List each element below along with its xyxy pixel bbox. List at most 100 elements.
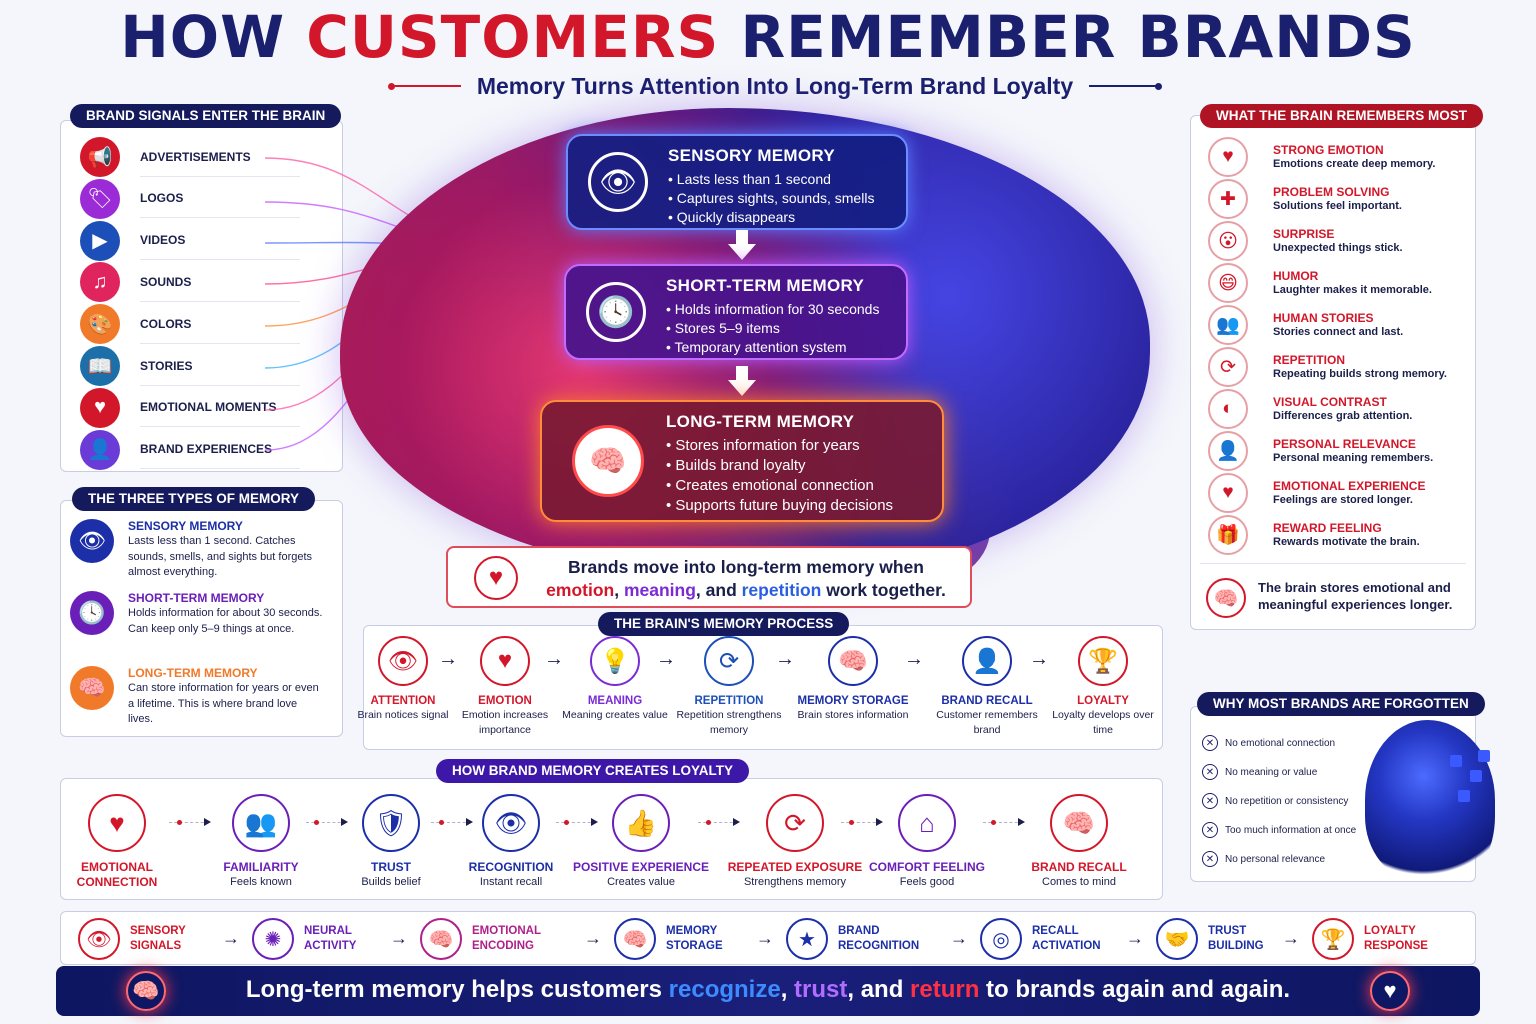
loyalty-step-desc: Strengthens memory [743, 876, 847, 888]
callout-sep: , [614, 580, 624, 600]
loyalty-step-title: POSITIVE EXPERIENCE [572, 860, 710, 874]
arrow-right-icon: → [904, 648, 924, 670]
remembers-heading: WHAT THE BRAIN REMEMBERS MOST [1200, 104, 1483, 128]
arrow-right-icon: → [544, 648, 564, 670]
loyalty-step-icon: ⌂ [898, 794, 956, 852]
journey-step: 🧠EMOTIONAL ENCODING [420, 918, 568, 960]
loyalty-step-icon: 🛡 [362, 794, 420, 852]
forgotten-label: No emotional connection [1225, 737, 1336, 749]
remembers-desc: Feelings are stored longer. [1273, 493, 1413, 506]
process-step-title: EMOTION [478, 695, 532, 707]
x-icon: ✕ [1202, 793, 1218, 809]
process-step-desc: Loyalty develops over time [1052, 709, 1154, 736]
heart-icon: ♥ [80, 387, 120, 428]
process-step-title: ATTENTION [370, 695, 436, 707]
short-term-memory-box: 🕓 SHORT-TERM MEMORY Holds information fo… [564, 264, 908, 360]
journey-step-title: TRUST BUILDING [1208, 925, 1264, 952]
process-step-icon: ♥ [480, 636, 530, 686]
palette-icon: 🎨 [80, 304, 120, 345]
arrow-right-icon: → [775, 648, 795, 670]
signals-heading: BRAND SIGNALS ENTER THE BRAIN [70, 104, 342, 128]
puzzle-piece-icon [1458, 790, 1470, 802]
page-title: HOW CUSTOMERS REMEMBER BRANDS [0, 4, 1536, 70]
journey-step: 👁SENSORY SIGNALS [78, 918, 220, 960]
signal-item: 🎨COLORS [80, 304, 300, 345]
remembers-icon: 🎁 [1208, 515, 1248, 555]
loyalty-step-desc: Feels good [899, 876, 955, 888]
loyalty-step-desc: Builds belief [361, 876, 421, 888]
signal-label: STORIES [140, 347, 300, 386]
callout-line: work together. [821, 580, 946, 600]
journey-step-icon: 🧠 [614, 918, 656, 960]
remembers-icon: 😮 [1208, 221, 1248, 261]
loyalty-step-title: COMFORT FEELING [869, 860, 985, 874]
signal-label: SOUNDS [140, 263, 300, 302]
remembers-icon: 👤 [1208, 431, 1248, 471]
arrow-right-icon: → [390, 928, 408, 948]
signal-item: ♫SOUNDS [80, 262, 300, 303]
remembers-title: REPETITION [1273, 352, 1346, 367]
short-term-memory-points: Holds information for 30 seconds Stores … [666, 300, 892, 357]
play-icon: ▶ [80, 220, 120, 261]
three-types-heading: THE THREE TYPES OF MEMORY [72, 487, 316, 511]
arrow-right-icon: → [756, 928, 774, 948]
signal-item: 📖STORIES [80, 346, 300, 386]
point: Holds information for 30 seconds [666, 300, 892, 319]
footer-keyword: trust [794, 976, 848, 1003]
process-step-desc: Customer remembers brand [936, 709, 1038, 736]
callout-text: Brands move into long-term memory when e… [536, 556, 956, 602]
arrow-down-icon [728, 230, 756, 260]
arrow-right-icon: → [1029, 648, 1049, 670]
arrow-right-icon [841, 818, 883, 826]
callout-keyword: repetition [741, 580, 822, 600]
forgotten-item: ✕Too much information at once [1202, 820, 1356, 840]
arrow-right-icon: → [1126, 928, 1144, 948]
remembers-desc: Laughter makes it memorable. [1273, 283, 1432, 296]
subtitle: Memory Turns Attention Into Long-Term Br… [476, 72, 1074, 99]
sensory-memory-box: 👁 SENSORY MEMORY Lasts less than 1 secon… [566, 134, 908, 230]
forgotten-label: No personal relevance [1225, 853, 1326, 865]
remembers-title: PROBLEM SOLVING [1273, 184, 1390, 199]
journey-step-title: LOYALTY RESPONSE [1364, 925, 1428, 952]
footer-keyword: return [910, 976, 980, 1003]
loyalty-step-title: BRAND RECALL [1031, 860, 1127, 874]
x-icon: ✕ [1202, 822, 1218, 838]
x-icon: ✕ [1202, 735, 1218, 751]
arrow-right-icon [556, 818, 598, 826]
journey-step-icon: 👁 [78, 918, 120, 960]
process-step-desc: Repetition strengthens memory [676, 709, 782, 736]
process-step-desc: Brain stores information [797, 709, 909, 721]
footer-part: Long-term memory helps customers [245, 976, 669, 1003]
puzzle-piece-icon [1450, 755, 1462, 767]
subtitle-row: Memory Turns Attention Into Long-Term Br… [360, 70, 1190, 102]
footer-text: Long-term memory helps customers recogni… [56, 976, 1480, 1004]
arrow-right-icon: → [1282, 928, 1300, 948]
loyalty-step-title: FAMILIARITY [223, 860, 299, 874]
process-step-icon: 👁 [378, 636, 428, 686]
process-step-title: MEMORY STORAGE [797, 695, 909, 707]
signal-label: BRAND EXPERIENCES [140, 430, 300, 470]
remembers-icon: 😄 [1208, 263, 1248, 303]
memory-type-desc: Can store information for years or even … [128, 682, 319, 725]
callout-sep: , and [695, 580, 742, 600]
loyalty-step-icon: ♥ [88, 794, 146, 852]
forgotten-item: ✕No repetition or consistency [1202, 791, 1348, 811]
process-step-title: LOYALTY [1077, 695, 1129, 707]
